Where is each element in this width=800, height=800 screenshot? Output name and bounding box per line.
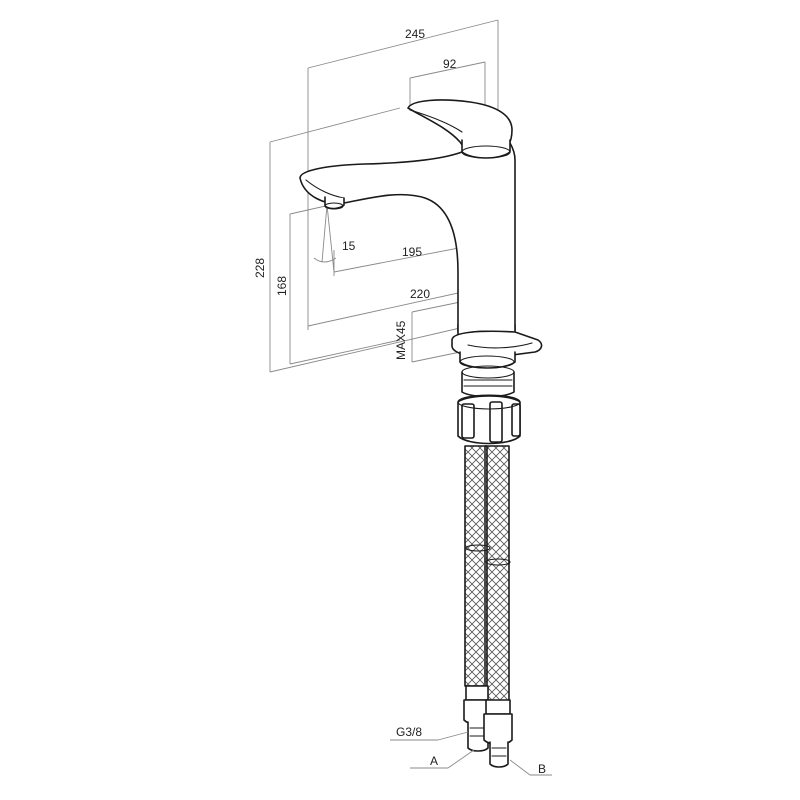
dim-168-label: 168 (275, 276, 289, 296)
hose-a (464, 445, 488, 687)
spout-and-column (299, 142, 516, 337)
dim-92-label: 92 (443, 57, 457, 71)
handle-collar (461, 139, 511, 159)
dim-245-label: 245 (405, 27, 425, 41)
dim-max45-label: MAX45 (394, 320, 408, 360)
connection-labels: G3/8 A B (396, 725, 546, 776)
hose-b (484, 445, 510, 711)
dim-220-label: 220 (410, 287, 430, 301)
dim-228-label: 228 (253, 258, 267, 278)
hose-b-fitting (485, 699, 511, 715)
hose-a-label: A (430, 754, 438, 768)
dim-15-angle-label: 15 (342, 239, 356, 253)
hose-a-fitting (465, 685, 489, 701)
faucet-body (299, 99, 516, 346)
leader-lines (390, 731, 552, 776)
dim-195-label: 195 (402, 245, 422, 259)
mounting-hardware (451, 330, 543, 445)
thread-size-label: G3/8 (396, 725, 422, 739)
hose-b-nut (483, 713, 513, 746)
dimension-labels: 245 92 228 168 15 195 220 MAX45 (253, 27, 457, 360)
supply-hoses (463, 445, 513, 768)
hose-b-label: B (538, 762, 546, 776)
threaded-shank (461, 371, 515, 398)
